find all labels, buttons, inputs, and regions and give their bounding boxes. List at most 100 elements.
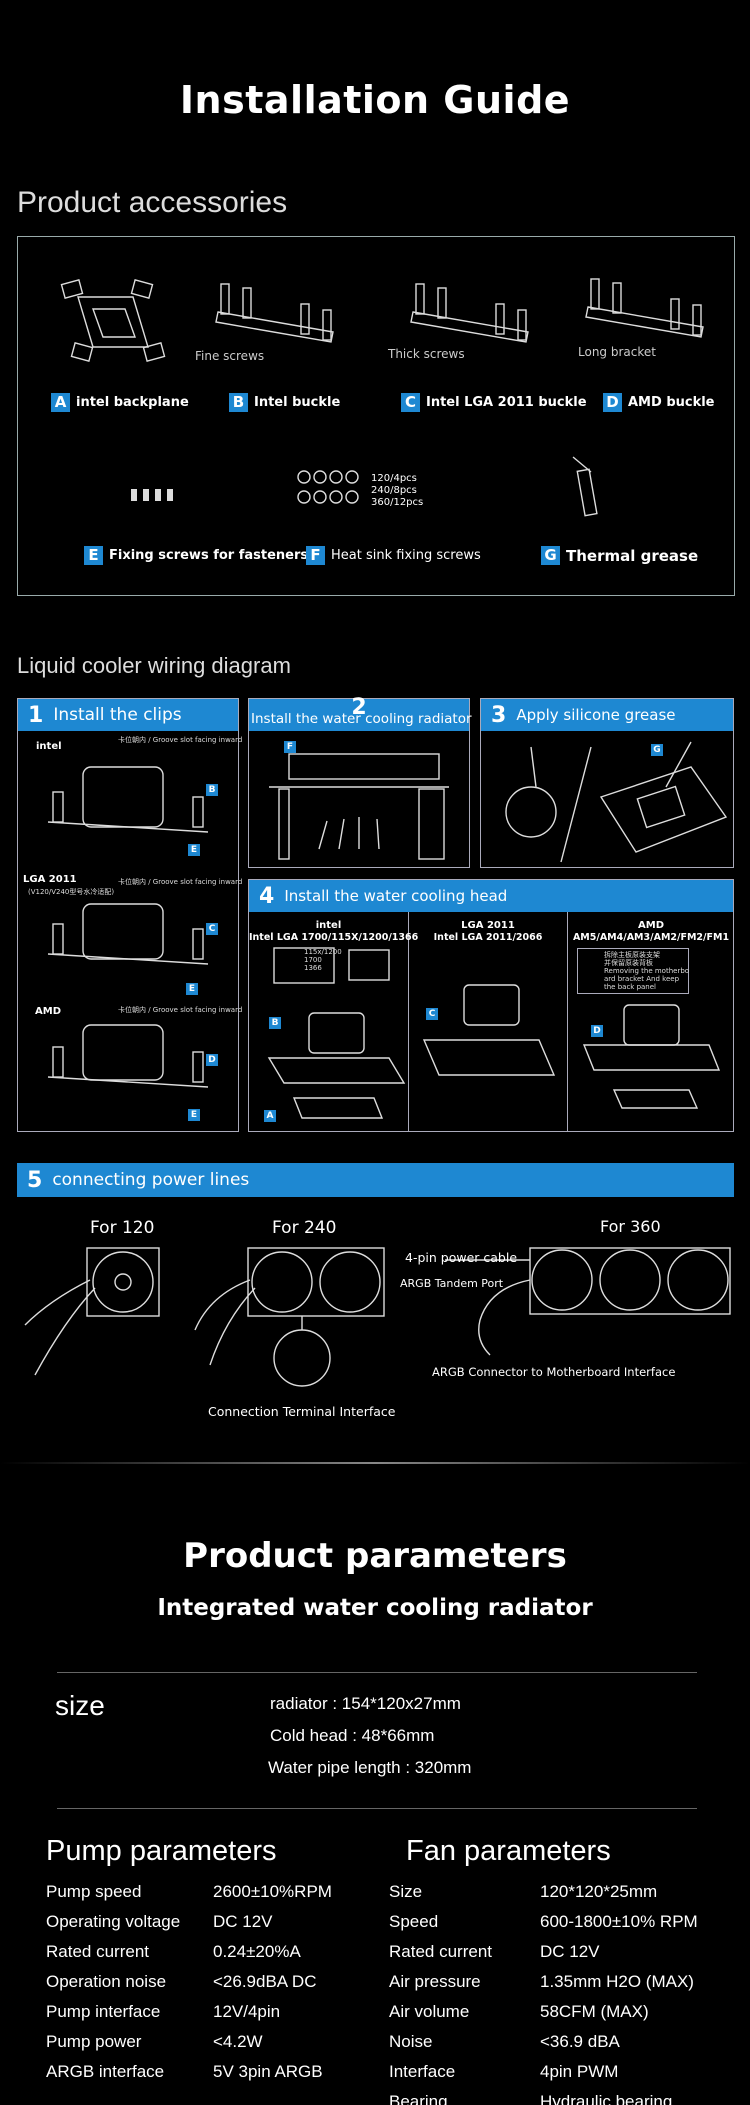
pump-param-name: Pump speed	[46, 1882, 142, 1901]
fan-param-name: Speed	[389, 1912, 439, 1931]
fan-param-value: 4pin PWM	[540, 2062, 619, 2081]
pump-param-name: Operating voltage	[46, 1912, 181, 1931]
step4-col3-title: AMD	[638, 920, 664, 931]
page-title: Installation Guide	[179, 78, 571, 122]
wiring-heading: Liquid cooler wiring diagram	[17, 653, 291, 678]
params-heading: Product parameters	[183, 1536, 567, 1576]
step4-amd-note-box	[577, 948, 689, 994]
step1-groove-note-3: 卡位朝内 / Groove slot facing inward	[118, 1006, 243, 1014]
amd-buckle-illustration	[585, 278, 704, 338]
fine-screws-caption: Fine screws	[195, 349, 265, 363]
pump-param-value: DC 12V	[213, 1912, 273, 1931]
fan-param-value: 120*120*25mm	[540, 1882, 658, 1901]
pump-param-value: <4.2W	[213, 2032, 263, 2051]
step4-col3-sub: AM5/AM4/AM3/AM2/FM2/FM1	[572, 932, 730, 943]
fan-param-name: Bearing	[389, 2092, 448, 2105]
section-divider	[0, 1462, 750, 1464]
step4-amd-drawing	[582, 1004, 721, 1109]
fan-param-value: Hydraulic bearing	[540, 2092, 673, 2105]
backplane-illustration	[60, 279, 166, 362]
size-line-pipe: Water pipe length : 320mm	[268, 1758, 472, 1777]
pump-param-name: Pump power	[46, 2032, 142, 2051]
for-120-label: For 120	[90, 1218, 155, 1238]
accessories-heading: Product accessories	[17, 186, 288, 219]
fan-param-name: Air pressure	[389, 1972, 481, 1991]
fan-param-value: 600-1800±10% RPM	[540, 1912, 698, 1931]
step1-lga-sub: (V120/V240型号水冷适配)	[28, 888, 115, 896]
fan-param-name: Noise	[389, 2032, 433, 2051]
pump-param-value: <26.9dBA DC	[213, 1972, 317, 1991]
fixing-screws-illustration	[131, 489, 173, 501]
pump-param-value: 0.24±20%A	[213, 1942, 301, 1961]
argb-connector-label: ARGB Connector to Motherboard Interface	[432, 1365, 676, 1379]
step2-panel: 2 Install the water cooling radiator F	[248, 695, 472, 868]
step1-intel-drawing	[47, 766, 209, 833]
step1-intel-label: intel	[36, 741, 62, 752]
fan-param-value: 58CFM (MAX)	[540, 2002, 649, 2021]
terminal-interface-label: Connection Terminal Interface	[208, 1404, 396, 1419]
thermal-grease-illustration	[572, 456, 598, 517]
size-line-coldhead: Cold head : 48*66mm	[270, 1726, 435, 1745]
pump-param-value: 5V 3pin ARGB	[213, 2062, 323, 2081]
for-240-label: For 240	[272, 1218, 337, 1238]
step1-groove-note-2: 卡位朝内 / Groove slot facing inward	[118, 878, 243, 886]
pump-param-name: ARGB interface	[46, 2062, 165, 2081]
step2-radiator-drawing	[269, 753, 449, 860]
fan-param-name: Interface	[389, 2062, 456, 2081]
rule-bottom	[57, 1808, 697, 1809]
screw-counts: 120/4pcs 240/8pcs 360/12pcs	[371, 473, 424, 508]
fan-param-value: DC 12V	[540, 1942, 600, 1961]
size-line-radiator: radiator : 154*120x27mm	[270, 1694, 461, 1713]
pump-param-name: Rated current	[46, 1942, 149, 1961]
step4-col2-sub: Intel LGA 2011/2066	[433, 932, 543, 943]
step1-amd-drawing	[47, 1024, 209, 1088]
step1-amd-label: AMD	[35, 1006, 61, 1017]
fan-param-value: 1.35mm H2O (MAX)	[540, 1972, 694, 1991]
step2-header: 2 Install the water cooling radiator	[249, 695, 472, 731]
power-cable-label: 4-pin power cable	[405, 1250, 518, 1265]
pump-title: Pump parameters	[46, 1835, 277, 1867]
step1-lga-drawing	[47, 903, 209, 965]
thick-screws-caption: Thick screws	[388, 347, 465, 361]
pump-param-value: 12V/4pin	[213, 2002, 281, 2021]
step3-grease-drawing	[505, 741, 728, 863]
argb-port-label: ARGB Tandem Port	[400, 1277, 504, 1290]
fan-param-name: Rated current	[389, 1942, 492, 1961]
step4-intel-drawing	[267, 947, 406, 1119]
step1-groove-note-1: 卡位朝内 / Groove slot facing inward	[118, 736, 243, 744]
pump-param-name: Pump interface	[46, 2002, 161, 2021]
fan-param-name: Size	[389, 1882, 423, 1901]
step4-col2-title: LGA 2011	[461, 920, 515, 931]
size-label: size	[55, 1690, 105, 1721]
step4-col1-sub: Intel LGA 1700/115X/1200/1366	[249, 932, 419, 943]
long-bracket-caption: Long bracket	[578, 345, 656, 359]
fan-param-value: <36.9 dBA	[540, 2032, 620, 2051]
step4-lga-drawing	[422, 984, 556, 1076]
intel-buckle-illustration	[215, 283, 334, 343]
fan-param-name: Air volume	[389, 2002, 470, 2021]
step4-col1-title: intel	[315, 920, 342, 931]
rule-top	[57, 1672, 697, 1673]
pump-param-name: Operation noise	[46, 1972, 167, 1991]
pump-param-value: 2600±10%RPM	[213, 1882, 332, 1901]
for-360-label: For 360	[600, 1217, 661, 1236]
lga2011-buckle-illustration	[410, 283, 529, 343]
step1-lga-label: LGA 2011	[23, 874, 77, 885]
params-subheading: Integrated water cooling radiator	[157, 1595, 593, 1621]
